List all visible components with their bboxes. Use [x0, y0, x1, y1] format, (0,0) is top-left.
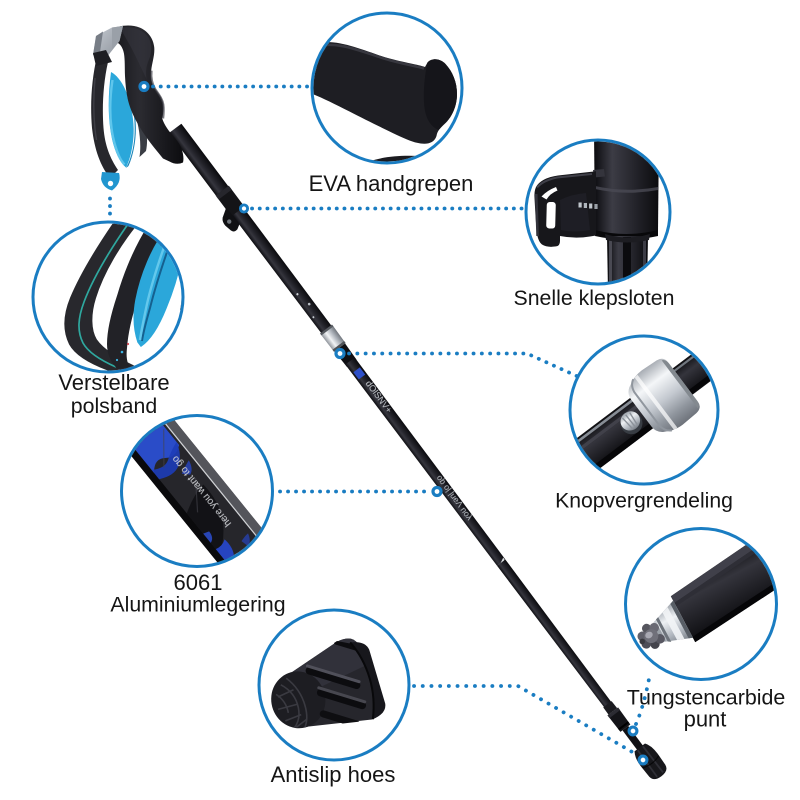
svg-text:Antislip hoes: Antislip hoes — [271, 762, 396, 787]
svg-text:Knopvergrendeling: Knopvergrendeling — [555, 490, 733, 513]
svg-text:Snelle klepsloten: Snelle klepsloten — [513, 286, 674, 310]
svg-text:Aluminiumlegering: Aluminiumlegering — [110, 593, 285, 617]
svg-text:punt: punt — [684, 707, 727, 732]
svg-text:EVA handgrepen: EVA handgrepen — [309, 171, 474, 196]
svg-text:Tungstencarbide: Tungstencarbide — [627, 686, 786, 710]
svg-text:polsband: polsband — [71, 394, 157, 418]
svg-text:6061: 6061 — [174, 570, 223, 595]
svg-text:Verstelbare: Verstelbare — [58, 370, 169, 395]
